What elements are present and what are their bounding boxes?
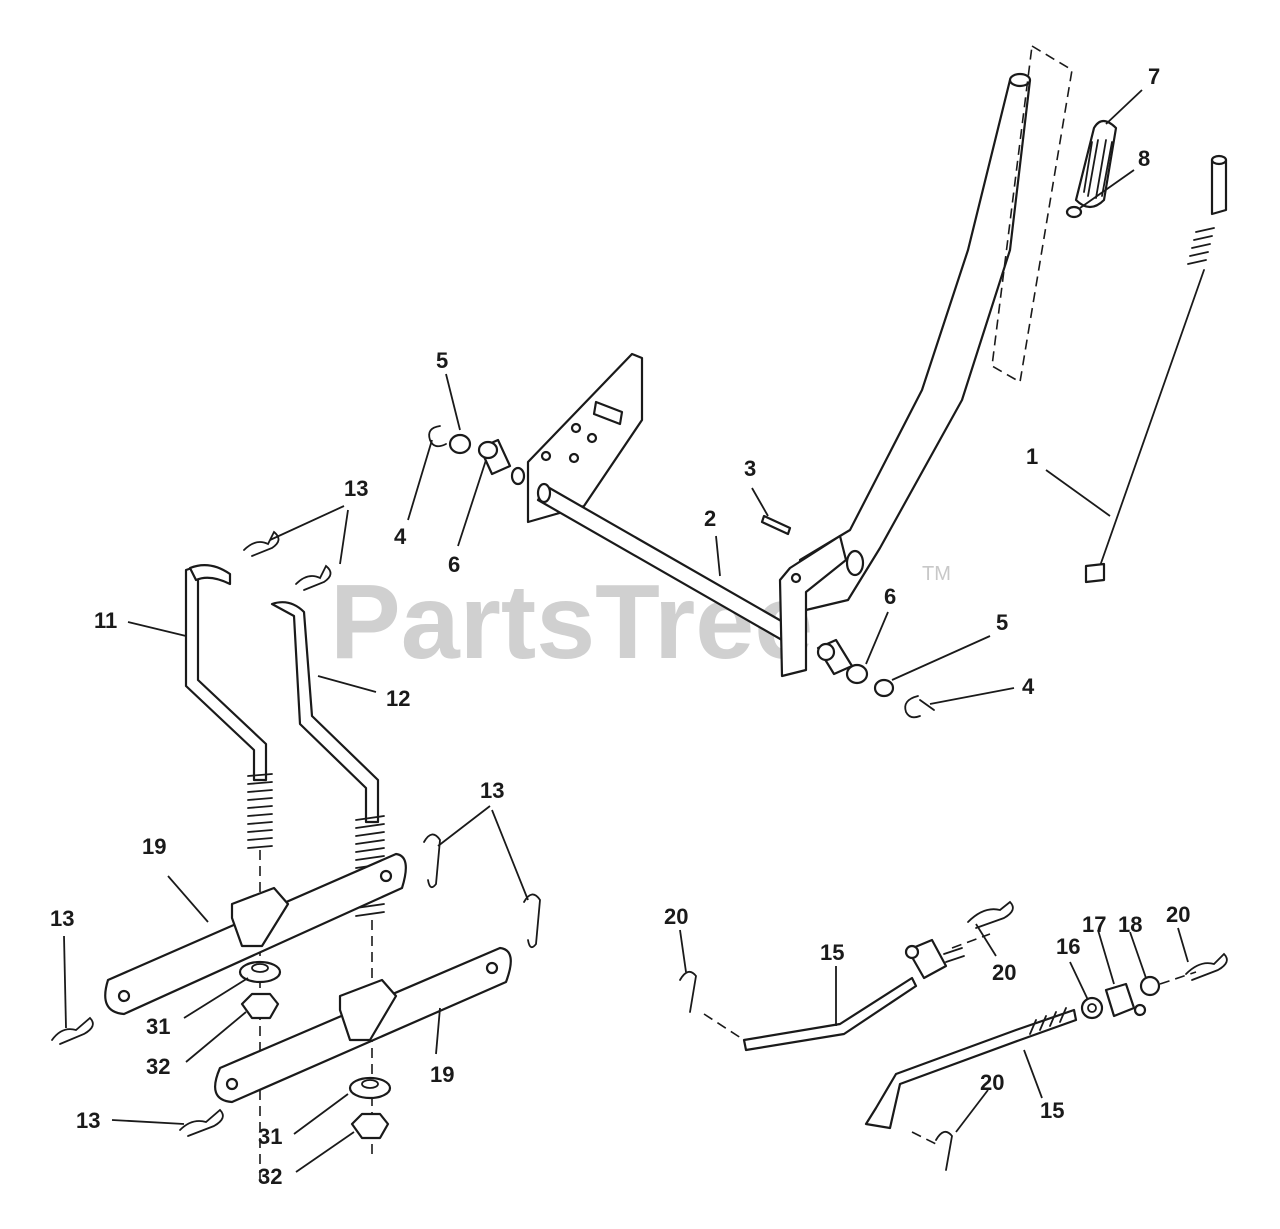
callout-5-right: 5 — [996, 610, 1008, 635]
handle-grip-collar — [1065, 205, 1083, 219]
hairpin-clip-20-upper — [967, 900, 1014, 929]
hairpin-clip-13-bottom — [179, 1108, 224, 1137]
washer-right-small — [873, 678, 895, 698]
nut-32-upper — [240, 992, 280, 1020]
callout-5-left: 5 — [436, 348, 448, 373]
watermark-trademark: TM — [922, 563, 951, 585]
hairpin-clip-20-right — [1185, 952, 1228, 981]
handle-grip[interactable] — [1074, 119, 1118, 209]
grip-outline-dashed — [991, 44, 1073, 384]
callout-19-upper: 19 — [142, 834, 166, 859]
callout-20-bottom: 20 — [980, 1070, 1004, 1095]
lift-arm-upper — [104, 852, 407, 1016]
callout-16: 16 — [1056, 934, 1080, 959]
adjust-rod-lower — [864, 1007, 1078, 1130]
leader-lines — [63, 89, 1189, 1173]
callout-15-lower: 15 — [1040, 1098, 1064, 1123]
callout-32-upper: 32 — [146, 1054, 170, 1079]
adjust-rod-upper — [742, 938, 965, 1052]
callout-1: 1 — [1026, 444, 1038, 469]
bushing-left — [477, 438, 526, 486]
callout-20-upper: 20 — [992, 960, 1016, 985]
hairpin-clip-13-left — [51, 1016, 94, 1045]
callout-20-right: 20 — [1166, 902, 1190, 927]
callout-4-left: 4 — [394, 524, 407, 549]
bushing-31-lower — [348, 1076, 392, 1100]
hairpin-clip-20-bottom — [935, 1130, 953, 1171]
callout-17: 17 — [1082, 912, 1106, 937]
assembly-line-rod-upper — [703, 1013, 745, 1041]
watermark-text: PartsTree — [330, 563, 813, 681]
hairpin-clip-20-left — [679, 970, 697, 1013]
callout-32-lower: 32 — [258, 1164, 282, 1189]
shaft-bracket — [778, 534, 848, 678]
roll-pin — [760, 514, 792, 536]
callout-4-right: 4 — [1022, 674, 1035, 699]
callout-13-left: 13 — [50, 906, 74, 931]
bushing-right — [816, 638, 854, 676]
callout-13-top: 13 — [344, 476, 368, 501]
callout-13-mid: 13 — [480, 778, 504, 803]
callout-31-lower: 31 — [258, 1124, 282, 1149]
hairpin-clip-left — [428, 425, 447, 448]
callout-31-upper: 31 — [146, 1014, 170, 1039]
mounting-plate — [526, 352, 644, 524]
callout-7: 7 — [1148, 64, 1160, 89]
callout-20-left: 20 — [664, 904, 688, 929]
callout-11: 11 — [94, 608, 117, 633]
hairpin-clip-13-mid-a — [423, 833, 441, 889]
hairpin-clip-link-a — [243, 530, 280, 557]
callout-8: 8 — [1138, 146, 1150, 171]
callout-15-upper: 15 — [820, 940, 844, 965]
bushing-31-upper — [238, 960, 282, 984]
callout-3: 3 — [744, 456, 756, 481]
lift-cable-rod — [1084, 154, 1228, 584]
callout-6-right: 6 — [884, 584, 896, 609]
hairpin-clip-13-mid-b — [523, 893, 541, 949]
nut-32-lower — [350, 1112, 390, 1140]
lift-arm-lower — [214, 946, 512, 1104]
callout-2: 2 — [704, 506, 716, 531]
callout-13-bottom: 13 — [76, 1108, 100, 1133]
assembly-line-rod-lower — [911, 1131, 941, 1147]
assembly-line-washer — [1159, 971, 1197, 985]
washer-left — [448, 433, 472, 455]
trunnion-17 — [1104, 982, 1147, 1018]
lift-link-left — [184, 563, 273, 849]
washer-right-large — [845, 663, 869, 685]
callout-12: 12 — [386, 686, 410, 711]
callout-19-lower: 19 — [430, 1062, 454, 1087]
hairpin-clip-link-b — [295, 564, 332, 591]
nut-16 — [1080, 996, 1104, 1020]
washer-18 — [1139, 975, 1161, 997]
callout-6-left: 6 — [448, 552, 460, 577]
hairpin-clip-right — [904, 695, 935, 719]
callout-18: 18 — [1118, 912, 1142, 937]
